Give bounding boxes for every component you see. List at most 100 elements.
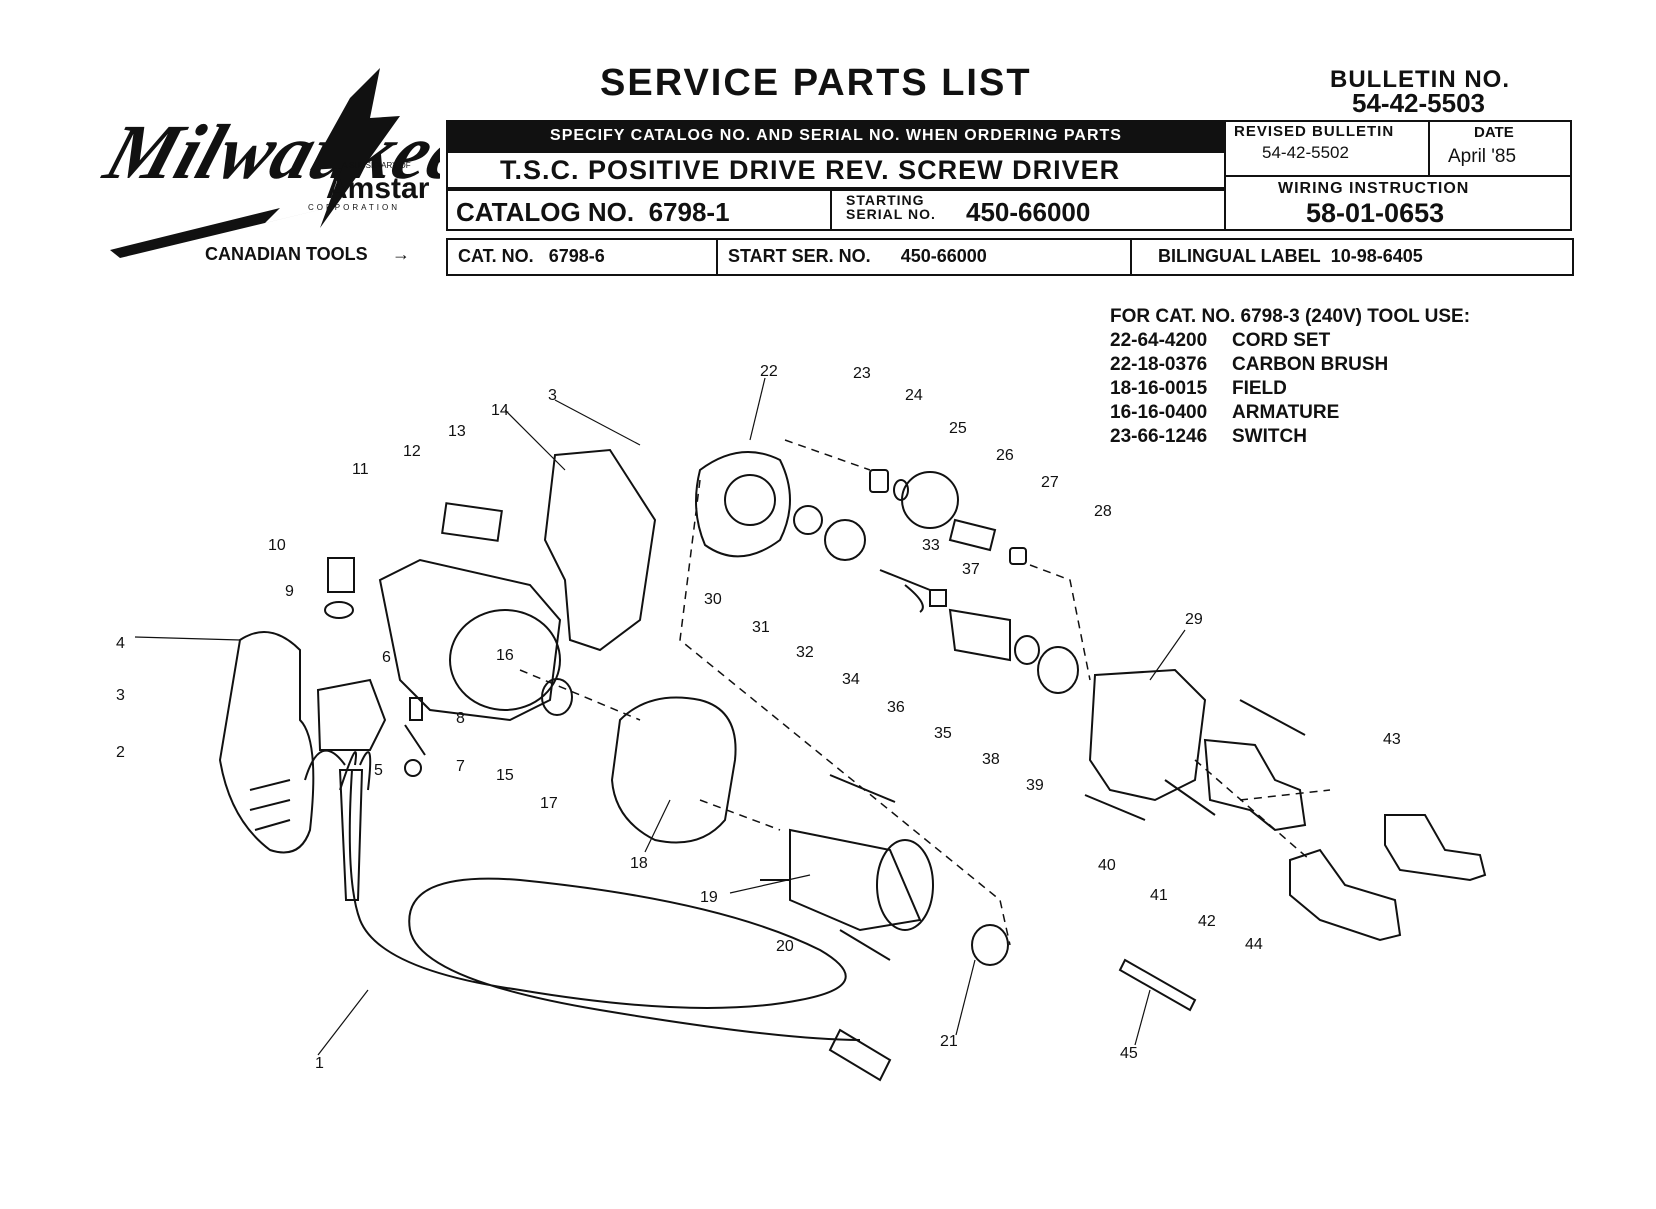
starting-label: STARTING [846,192,925,208]
arrow-right-icon: → [392,244,410,264]
date-label: DATE [1474,124,1514,141]
callout-24: 24 [905,387,923,404]
leader-line [554,399,641,446]
bit-holder-part [1118,958,1197,1012]
callout-37: 37 [962,561,980,578]
callout-45: 45 [1120,1045,1138,1062]
callout-18: 18 [630,855,648,872]
leader-line [729,874,811,894]
note-part-name: SWITCH [1232,426,1307,447]
brush-part [409,697,423,721]
logo-swoosh [110,188,410,258]
bilingual-label-text: BILINGUAL LABEL [1158,246,1321,266]
callout-11: 11 [352,461,369,478]
callout-19: 19 [700,889,718,906]
product-name: T.S.C. POSITIVE DRIVE REV. SCREW DRIVER [500,155,1121,185]
note-part-name: CARBON BRUSH [1232,354,1389,375]
assembly-line [1239,789,1331,801]
bulletin-label: BULLETIN NO. [1330,66,1510,93]
starting-serial: 450-66000 [966,197,1091,227]
nameplate-part [441,502,503,542]
wiring-label: WIRING INSTRUCTION [1278,180,1470,197]
strain-relief-part [338,769,364,901]
date-value: April '85 [1448,146,1517,167]
logo-subsidiary: A SUBSIDIARY OF [342,161,411,170]
note-row: 22-18-0376 CARBON BRUSH [1110,353,1470,377]
callout-labels: 1 2 3 3 4 5 6 7 8 9 10 11 12 13 14 15 16… [116,363,1401,1072]
housing-bore [449,609,561,711]
240v-parts-note: FOR CAT. NO. 6798-3 (240V) TOOL USE: 22-… [1110,305,1470,449]
callout-44: 44 [1245,936,1263,953]
logo-graphic: Milwaukee A SUBSIDIARY OF Amstar CORPORA… [93,68,478,258]
leader-line [955,959,976,1036]
callout-13: 13 [448,423,466,440]
canadian-cat-label: CAT. NO. [458,246,534,266]
callout-15: 15 [496,767,514,784]
callout-41: 41 [1150,887,1168,904]
plug-part [828,1028,892,1082]
callout-33: 33 [922,537,940,554]
milwaukee-logo: Milwaukee A SUBSIDIARY OF Amstar CORPORA… [80,58,478,273]
catalog-number: CATALOG NO. 6798-1 [456,197,730,228]
exploded-parts-diagram: 1 2 3 3 4 5 6 7 8 9 10 11 12 13 14 15 16… [116,363,1487,1082]
canadian-tools-label: CANADIAN TOOLS [205,244,368,264]
note-part-number: 22-18-0376 [1110,354,1208,375]
bearing-part [1037,646,1079,694]
callout-8: 8 [456,710,465,727]
callout-27: 27 [1041,474,1059,491]
callout-25: 25 [949,420,967,437]
page-title: SERVICE PARTS LIST [600,62,1032,104]
callout-17: 17 [540,795,558,812]
collar-part [929,589,947,607]
callout-29: 29 [1185,611,1203,628]
callout-35: 35 [934,725,952,742]
callout-14: 14 [491,402,509,419]
callout-23: 23 [853,365,871,382]
callout-12: 12 [403,443,421,460]
bearing-part [971,924,1009,966]
catalog-label: CATALOG NO. [456,197,635,227]
cord-set-part [348,769,861,1041]
callout-31: 31 [752,619,770,636]
note-part-name: FIELD [1232,378,1287,399]
canadian-cat-no: 6798-6 [548,246,605,266]
note-part-number: 22-64-4200 [1110,330,1208,351]
logo-brand-text: Milwaukee [93,110,440,196]
callout-21: 21 [940,1033,958,1050]
wiring-cell [1224,175,1572,231]
note-part-name: ARMATURE [1232,402,1340,423]
leader-line [504,409,566,471]
spindle-gear-part [948,518,997,552]
callout-42: 42 [1198,913,1216,930]
bilingual-label: BILINGUAL LABEL 10-98-6405 [1158,246,1423,267]
canadian-serial: START SER. NO. 450-66000 [728,246,987,267]
ordering-note: SPECIFY CATALOG NO. AND SERIAL NO. WHEN … [550,126,1122,144]
leader-line [1149,629,1186,681]
handle-half-part [218,631,315,854]
revised-label: REVISED BULLETIN [1234,123,1395,140]
canadian-serial-no: 450-66000 [900,246,987,266]
callout-39: 39 [1026,777,1044,794]
pinion-part [824,519,866,561]
clutch-sleeve-part [1203,738,1307,832]
screw-part [1239,699,1306,736]
note-heading: FOR CAT. NO. 6798-3 (240V) TOOL USE: [1110,306,1471,327]
motor-housing-part [378,558,562,722]
callout-1: 1 [315,1055,324,1072]
callout-7: 7 [456,758,465,775]
screw-part [1084,794,1146,821]
bearing-part [1009,547,1027,565]
washer-stack-part [879,569,931,591]
callout-3: 3 [116,687,125,704]
washer-part [893,479,909,501]
divider [716,238,718,276]
callout-16: 16 [496,647,514,664]
serial-no-label: SERIAL NO. [846,206,936,222]
callout-22: 22 [760,363,778,380]
gear-plate-bore [724,474,776,526]
callout-3b: 3 [548,387,557,404]
ring-part [1014,635,1040,665]
